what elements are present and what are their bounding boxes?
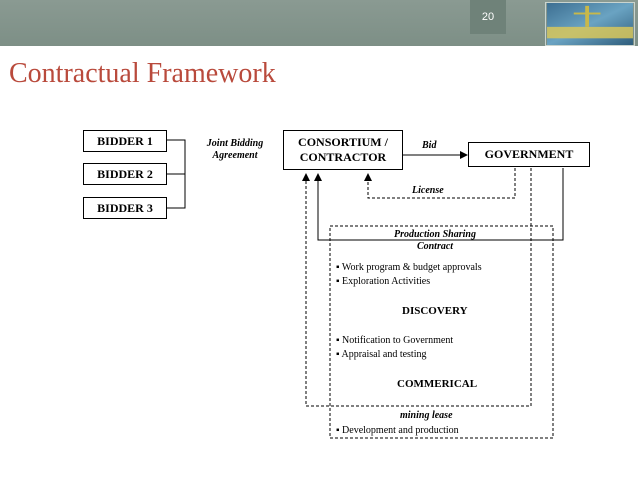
discovery-heading: DISCOVERY: [402, 305, 468, 317]
header-bar: [0, 0, 638, 46]
psc-item-work-program: ▪ Work program & budget approvals: [336, 262, 482, 273]
bidder-3-box: BIDDER 3: [83, 197, 167, 219]
bullet-icon: ▪: [336, 425, 340, 436]
mining-lease-arrow: [302, 168, 532, 407]
joint-bidding-label: Joint Bidding Agreement: [206, 138, 264, 161]
bidder-bracket-line: [167, 139, 186, 209]
logo-image: [545, 2, 635, 46]
discovery-item-notification: ▪ Notification to Government: [336, 335, 454, 346]
bidder-2-box: BIDDER 2: [83, 163, 167, 185]
bidder-1-box: BIDDER 1: [83, 130, 167, 152]
bullet-icon: ▪: [336, 262, 340, 273]
discovery-item-appraisal: ▪ Appraisal and testing: [336, 349, 427, 360]
slide-title: Contractual Framework: [9, 58, 276, 89]
bullet-icon: ▪: [336, 349, 340, 360]
license-arrow: [364, 168, 516, 199]
government-box: GOVERNMENT: [468, 142, 590, 167]
consortium-box: CONSORTIUM / CONTRACTOR: [283, 130, 403, 170]
mining-item-development: ▪ Development and production: [336, 425, 459, 436]
bullet-icon: ▪: [336, 276, 340, 287]
slide-number: 20: [470, 0, 506, 34]
bid-label: Bid: [422, 140, 437, 151]
psc-label: Production Sharing Contract: [394, 229, 476, 252]
bullet-icon: ▪: [336, 335, 340, 346]
license-label: License: [412, 185, 444, 196]
commercial-heading: COMMERICAL: [397, 378, 478, 390]
psc-dashed-box: [329, 225, 554, 439]
psc-item-exploration: ▪ Exploration Activities: [336, 276, 431, 287]
psc-outer-arrow: [314, 168, 564, 241]
mining-lease-label: mining lease: [400, 410, 453, 421]
